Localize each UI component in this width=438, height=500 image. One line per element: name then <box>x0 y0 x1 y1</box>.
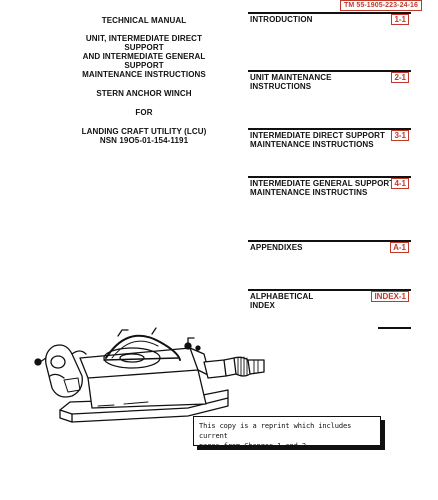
toc-rule <box>248 70 411 72</box>
toc-rule <box>248 289 411 291</box>
cover-title-block: TECHNICAL MANUAL UNIT, INTERMEDIATE DIRE… <box>60 16 228 145</box>
toc-page-ref[interactable]: INDEX-1 <box>371 291 409 302</box>
toc-page-ref[interactable]: 3-1 <box>391 130 409 141</box>
manual-type: TECHNICAL MANUAL <box>101 16 187 25</box>
level-line-4: SUPPORT <box>124 61 164 70</box>
toc-rule <box>248 128 411 130</box>
toc-page-ref[interactable]: 2-1 <box>391 72 409 83</box>
level-line-3: AND INTERMEDIATE GENERAL <box>82 52 206 61</box>
winch-illustration-icon <box>34 327 265 423</box>
toc-entry-appendixes[interactable]: APPENDIXES A-1 <box>248 240 411 264</box>
toc-rule <box>248 176 411 178</box>
level-line-5: MAINTENANCE INSTRUCTIONS <box>82 70 206 79</box>
level-line-1: UNIT, INTERMEDIATE DIRECT <box>85 34 203 43</box>
level-line-2: SUPPORT <box>124 43 164 52</box>
toc-entry-introduction[interactable]: INTRODUCTION 1-1 <box>248 12 411 36</box>
nsn-number: NSN 19O5-01-154-1191 <box>99 136 189 145</box>
toc-title: APPENDIXES <box>250 243 303 252</box>
toc-page-ref[interactable]: A-1 <box>390 242 409 253</box>
toc-title: INTRODUCTION <box>250 15 313 24</box>
vessel-name: LANDING CRAFT UTILITY (LCU) <box>81 127 207 136</box>
reprint-notice: This copy is a reprint which includes cu… <box>193 416 381 450</box>
toc-page-ref[interactable]: 4-1 <box>391 178 409 189</box>
notice-line-1: This copy is a reprint which includes cu… <box>199 422 352 440</box>
equipment-name: STERN ANCHOR WINCH <box>96 89 192 98</box>
tm-number: TM 55-1905-223-24-16 <box>340 0 422 11</box>
toc-rule <box>248 240 411 242</box>
for-label: FOR <box>135 108 153 117</box>
notice-line-2: pages from Changes 1 and 2. <box>199 442 311 450</box>
toc-rule <box>248 12 411 14</box>
toc-page-ref[interactable]: 1-1 <box>391 14 409 25</box>
bottom-rule <box>378 327 411 329</box>
